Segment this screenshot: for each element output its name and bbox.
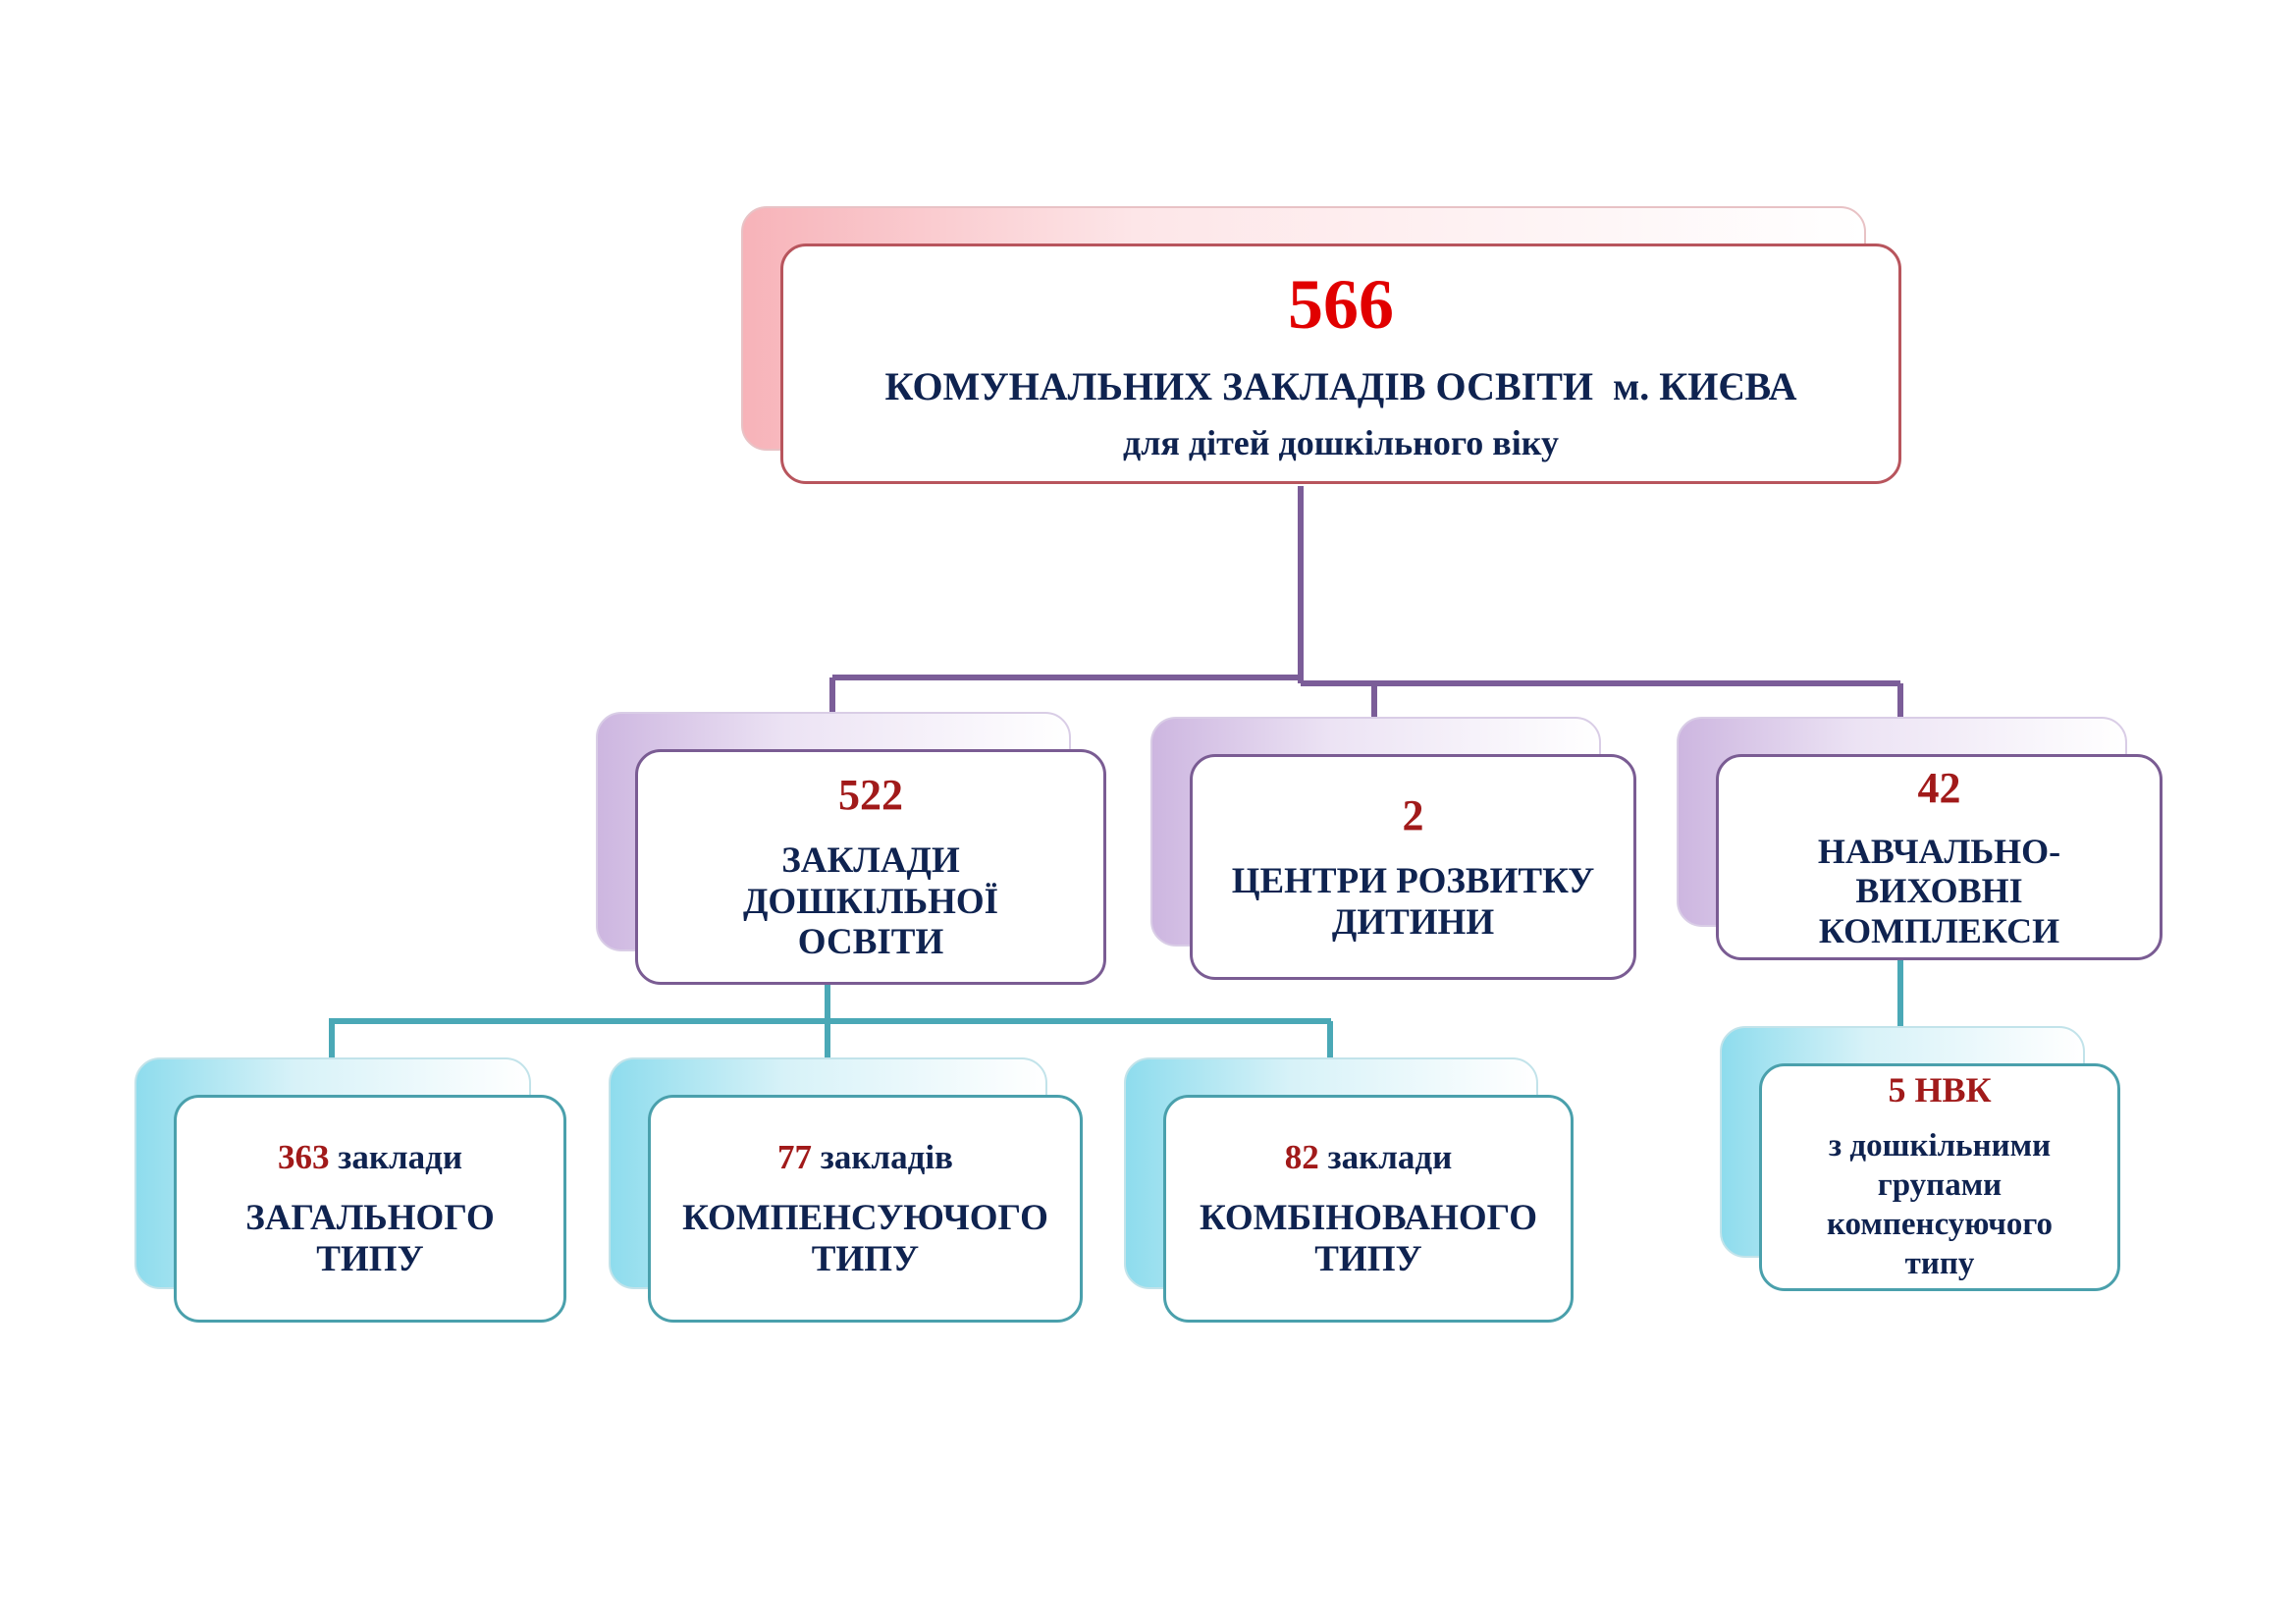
node-box: 2 ЦЕНТРИ РОЗВИТКУ ДИТИНИ <box>1190 754 1636 980</box>
node-count: 82 <box>1284 1137 1319 1176</box>
node-box: 363 заклади ЗАГАЛЬНОГО ТИПУ <box>174 1095 566 1323</box>
node-unit: закладів <box>812 1137 953 1176</box>
root-count: 566 <box>1288 264 1394 344</box>
node-box: 5 НВК з дошкільними групами компенсуючог… <box>1759 1063 2120 1291</box>
node-count-line: 82 заклади <box>1285 1138 1453 1176</box>
node-label: ЗАГАЛЬНОГО ТИПУ <box>245 1198 495 1279</box>
node-label: КОМБІНОВАНОГО ТИПУ <box>1199 1198 1538 1279</box>
node-label: ЗАКЛАДИ ДОШКІЛЬНОЇ ОСВІТИ <box>742 840 999 963</box>
node-box: 522 ЗАКЛАДИ ДОШКІЛЬНОЇ ОСВІТИ <box>635 749 1106 985</box>
node-label: з дошкільними групами компенсуючого типу <box>1826 1127 2054 1282</box>
node-label: ЦЕНТРИ РОЗВИТКУ ДИТИНИ <box>1231 861 1595 943</box>
node-count: 522 <box>838 771 903 820</box>
node-count: 2 <box>1402 790 1424 839</box>
root-title: КОМУНАЛЬНИХ ЗАКЛАДІВ ОСВІТИ м. КИЄВА <box>884 364 1797 409</box>
node-box: 42 НАВЧАЛЬНО-ВИХОВНІ КОМПЛЕКСИ <box>1716 754 2163 960</box>
node-unit: заклади <box>1318 1137 1453 1176</box>
node-box: 82 заклади КОМБІНОВАНОГО ТИПУ <box>1163 1095 1574 1323</box>
node-count: 363 <box>278 1137 330 1176</box>
node-count-line: 77 закладів <box>777 1138 953 1176</box>
node-count: 5 НВК <box>1888 1070 1992 1110</box>
node-label: КОМПЕНСУЮЧОГО ТИПУ <box>682 1198 1048 1279</box>
root-node-box: 566 КОМУНАЛЬНИХ ЗАКЛАДІВ ОСВІТИ м. КИЄВА… <box>780 244 1901 484</box>
node-count: 77 <box>777 1137 813 1176</box>
node-box: 77 закладів КОМПЕНСУЮЧОГО ТИПУ <box>648 1095 1083 1323</box>
root-subtitle: для дітей дошкільного віку <box>1123 423 1559 463</box>
node-count-line: 363 заклади <box>278 1138 462 1176</box>
node-label: НАВЧАЛЬНО-ВИХОВНІ КОМПЛЕКСИ <box>1817 832 2061 950</box>
node-unit: заклади <box>329 1137 462 1176</box>
node-count: 42 <box>1917 763 1961 812</box>
